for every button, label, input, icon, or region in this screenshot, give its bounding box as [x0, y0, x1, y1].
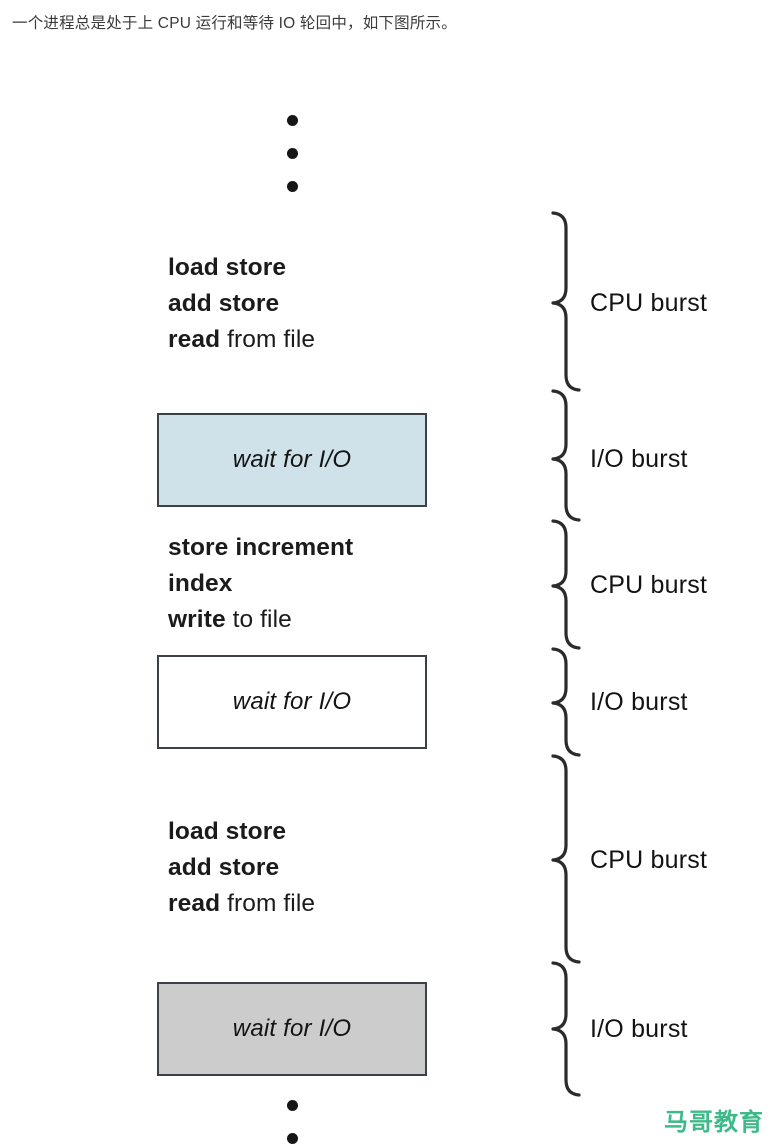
wait-for-io-label: wait for I/O [232, 1015, 352, 1042]
page-caption: 一个进程总是处于上 CPU 运行和等待 IO 轮回中，如下图所示。 [12, 15, 457, 32]
dot [286, 181, 298, 192]
dot [286, 115, 298, 126]
brace-cpu-burst-3 [551, 754, 581, 964]
wait-for-io-box-1[interactable]: wait for I/O [157, 413, 427, 507]
code-line: load store [168, 814, 315, 850]
code-line: write to file [168, 602, 353, 638]
brace-cpu-burst-2 [551, 519, 581, 650]
code-line: index [168, 566, 353, 602]
wait-for-io-box-2[interactable]: wait for I/O [157, 655, 427, 749]
brace-io-burst-1 [551, 389, 581, 522]
label-cpu-burst-3: CPU burst [590, 846, 708, 874]
label-io-burst-1: I/O burst [590, 445, 688, 473]
label-cpu-burst-2: CPU burst [590, 571, 708, 599]
watermark-logo: 马哥教育 [664, 1109, 764, 1136]
brace-cpu-burst-1 [551, 211, 581, 392]
cpu-burst-code-block-2: store increment index write to file [168, 530, 353, 638]
ellipsis-dots-bottom [280, 1100, 304, 1144]
code-bold: store increment [168, 534, 354, 561]
code-line: read from file [168, 322, 315, 358]
code-bold: index [168, 570, 233, 597]
code-bold: write [168, 606, 226, 633]
code-line: add store [168, 850, 315, 886]
brace-io-burst-2 [551, 647, 581, 757]
code-line: store increment [168, 530, 353, 566]
code-bold: read [168, 890, 221, 917]
label-io-burst-2: I/O burst [590, 688, 688, 716]
code-bold: load store [168, 254, 287, 281]
label-cpu-burst-1: CPU burst [590, 289, 708, 317]
brace-io-burst-3 [551, 961, 581, 1097]
dot [286, 1100, 298, 1111]
dot [286, 148, 298, 159]
wait-for-io-box-3[interactable]: wait for I/O [157, 982, 427, 1076]
wait-for-io-label: wait for I/O [232, 446, 352, 473]
cpu-burst-code-block-1: load store add store read from file [168, 250, 315, 358]
code-line: read from file [168, 886, 315, 922]
cpu-burst-code-block-3: load store add store read from file [168, 814, 315, 922]
dot [286, 1133, 298, 1144]
ellipsis-dots-top [280, 115, 304, 192]
label-io-burst-3: I/O burst [590, 1015, 688, 1043]
code-line: add store [168, 286, 315, 322]
code-bold: add store [168, 290, 280, 317]
code-plain: from file [220, 326, 316, 353]
code-plain: to file [225, 606, 292, 633]
code-bold: read [168, 326, 221, 353]
code-bold: load store [168, 818, 287, 845]
code-bold: add store [168, 854, 280, 881]
code-plain: from file [220, 890, 316, 917]
code-line: load store [168, 250, 315, 286]
wait-for-io-label: wait for I/O [232, 688, 352, 715]
